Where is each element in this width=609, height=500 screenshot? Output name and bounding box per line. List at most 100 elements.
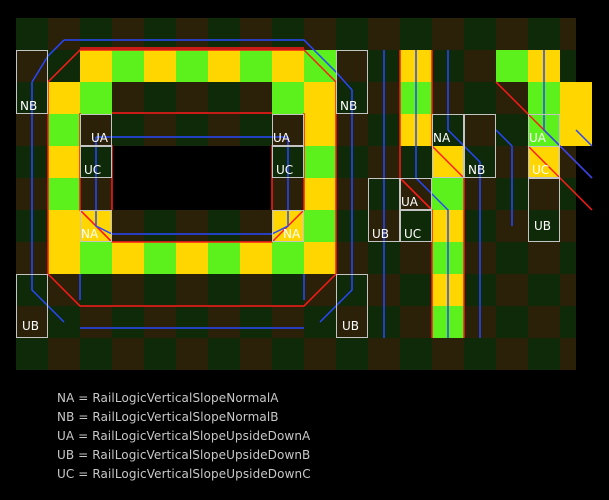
checker-cell xyxy=(112,306,144,338)
checker-cell xyxy=(560,242,576,274)
checker-cell xyxy=(432,18,464,50)
marker-label-ua: UA xyxy=(273,131,291,145)
checker-cell xyxy=(80,338,112,370)
checker-cell xyxy=(112,210,144,242)
marker-label-nb: NB xyxy=(340,99,357,113)
checker-cell xyxy=(112,18,144,50)
checker-cell xyxy=(400,18,432,50)
checker-cell xyxy=(208,274,240,306)
legend-item-uc: UC = RailLogicVerticalSlopeUpsideDownC xyxy=(57,467,311,481)
checker-cell xyxy=(144,306,176,338)
checker-cell xyxy=(400,242,432,274)
marker-box-uc xyxy=(528,146,560,178)
checker-cell xyxy=(304,338,336,370)
track-tile xyxy=(560,82,592,114)
checker-cell xyxy=(464,338,496,370)
track-tile xyxy=(304,82,336,114)
rail-red-vertical-diag xyxy=(399,177,433,211)
marker-box-ub xyxy=(368,178,400,242)
marker-box-ua xyxy=(272,114,304,146)
marker-label-nb: NB xyxy=(468,163,485,177)
checker-cell xyxy=(144,274,176,306)
checker-cell xyxy=(528,210,560,242)
legend-item-na: NA = RailLogicVerticalSlopeNormalA xyxy=(57,391,279,405)
track-tile xyxy=(48,82,80,114)
checker-cell xyxy=(336,338,368,370)
checker-cell xyxy=(368,338,400,370)
rail-blue-right-2 xyxy=(575,129,593,147)
checker-cell xyxy=(16,50,48,82)
checker-cell xyxy=(272,338,304,370)
checker-cell xyxy=(144,114,176,146)
legend-item-ub: UB = RailLogicVerticalSlopeUpsideDownB xyxy=(57,448,311,462)
checker-cell xyxy=(16,18,48,50)
checker-cell xyxy=(400,210,432,242)
checker-cell xyxy=(272,18,304,50)
checker-cell xyxy=(176,82,208,114)
track-tile xyxy=(80,50,112,82)
rail-blue-inner-loop xyxy=(95,137,289,235)
checker-cell xyxy=(112,338,144,370)
rail-blue-vertical-4 xyxy=(495,129,513,226)
checker-cell xyxy=(560,146,576,178)
track-tile xyxy=(272,82,304,114)
checker-cell xyxy=(272,274,304,306)
track-tile xyxy=(80,82,112,114)
checker-cell xyxy=(240,338,272,370)
checker-cell xyxy=(208,210,240,242)
marker-label-ub: UB xyxy=(22,319,39,333)
marker-box-nb xyxy=(16,50,48,114)
checker-cell xyxy=(464,18,496,50)
track-tile xyxy=(304,242,336,274)
marker-label-uc: UC xyxy=(276,163,293,177)
track-tile xyxy=(432,178,464,210)
checker-cell xyxy=(16,338,48,370)
checker-cell xyxy=(560,210,576,242)
track-tile xyxy=(272,50,304,82)
checker-cell xyxy=(208,338,240,370)
checker-cell xyxy=(144,210,176,242)
checker-cell xyxy=(496,338,528,370)
checker-cell xyxy=(336,306,368,338)
checker-cell xyxy=(144,82,176,114)
marker-box-uc xyxy=(272,146,304,178)
checker-cell xyxy=(176,306,208,338)
checker-cell xyxy=(560,178,576,210)
checker-cell xyxy=(400,338,432,370)
marker-label-uc: UC xyxy=(532,163,549,177)
marker-box-ub xyxy=(16,274,48,338)
marker-label-ua: UA xyxy=(529,131,547,145)
checker-cell xyxy=(240,18,272,50)
checker-cell xyxy=(400,306,432,338)
track-tile xyxy=(48,242,80,274)
checker-cell xyxy=(368,18,400,50)
rail-blue-right-1 xyxy=(543,50,593,179)
loop-hole xyxy=(112,146,272,210)
checker-cell xyxy=(144,338,176,370)
marker-box-uc xyxy=(80,146,112,178)
marker-box-ub xyxy=(336,274,368,338)
checker-cell xyxy=(112,274,144,306)
marker-label-ua: UA xyxy=(401,195,419,209)
track-tile xyxy=(48,146,80,178)
track-tile xyxy=(144,242,176,274)
marker-box-na xyxy=(272,210,304,242)
checker-cell xyxy=(560,50,576,82)
track-tile xyxy=(272,242,304,274)
checker-cell xyxy=(464,114,496,146)
checker-cell xyxy=(560,338,576,370)
track-tile xyxy=(176,50,208,82)
track-tile xyxy=(208,242,240,274)
checker-cell xyxy=(80,18,112,50)
checker-cell xyxy=(496,114,528,146)
legend-item-nb: NB = RailLogicVerticalSlopeNormalB xyxy=(57,410,279,424)
checker-cell xyxy=(240,82,272,114)
track-tile xyxy=(304,146,336,178)
checker-cell xyxy=(432,338,464,370)
rail-red-vertical-right xyxy=(431,50,465,338)
checker-cell xyxy=(528,242,560,274)
marker-label-na: NA xyxy=(283,227,301,241)
track-tile xyxy=(304,114,336,146)
marker-label-uc: UC xyxy=(404,227,421,241)
